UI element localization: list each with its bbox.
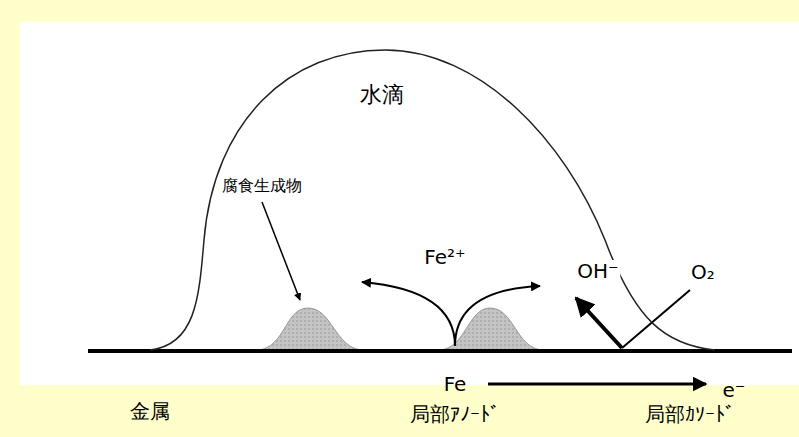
electron-arrow <box>488 383 706 386</box>
electrode-label: 局部ｶｿｰﾄﾞ <box>645 403 735 425</box>
electron-label: e⁻ <box>723 379 746 401</box>
part-name: 腐食生成物 <box>220 177 304 195</box>
molecule-label: O₂ <box>689 261 717 283</box>
ion-arrow <box>362 282 455 346</box>
ion-label: Fe²⁺ <box>422 246 467 268</box>
hydroxide-arrow <box>576 298 622 348</box>
ion-label: OH⁻ <box>575 260 620 282</box>
metal-surface <box>88 349 792 353</box>
corrosion-mound <box>258 308 362 350</box>
water-droplet: 水滴 <box>150 48 715 351</box>
white-panel <box>20 22 799 385</box>
electrode-label: 局部ｱﾉｰﾄﾞ <box>410 403 500 425</box>
ion-arrow <box>455 286 540 346</box>
leader-arrow <box>262 202 300 300</box>
element-label: Fe <box>444 373 467 395</box>
droplet-outline <box>150 48 715 351</box>
part-name: 金属 <box>130 400 170 422</box>
droplet-label: 水滴 <box>360 83 404 107</box>
